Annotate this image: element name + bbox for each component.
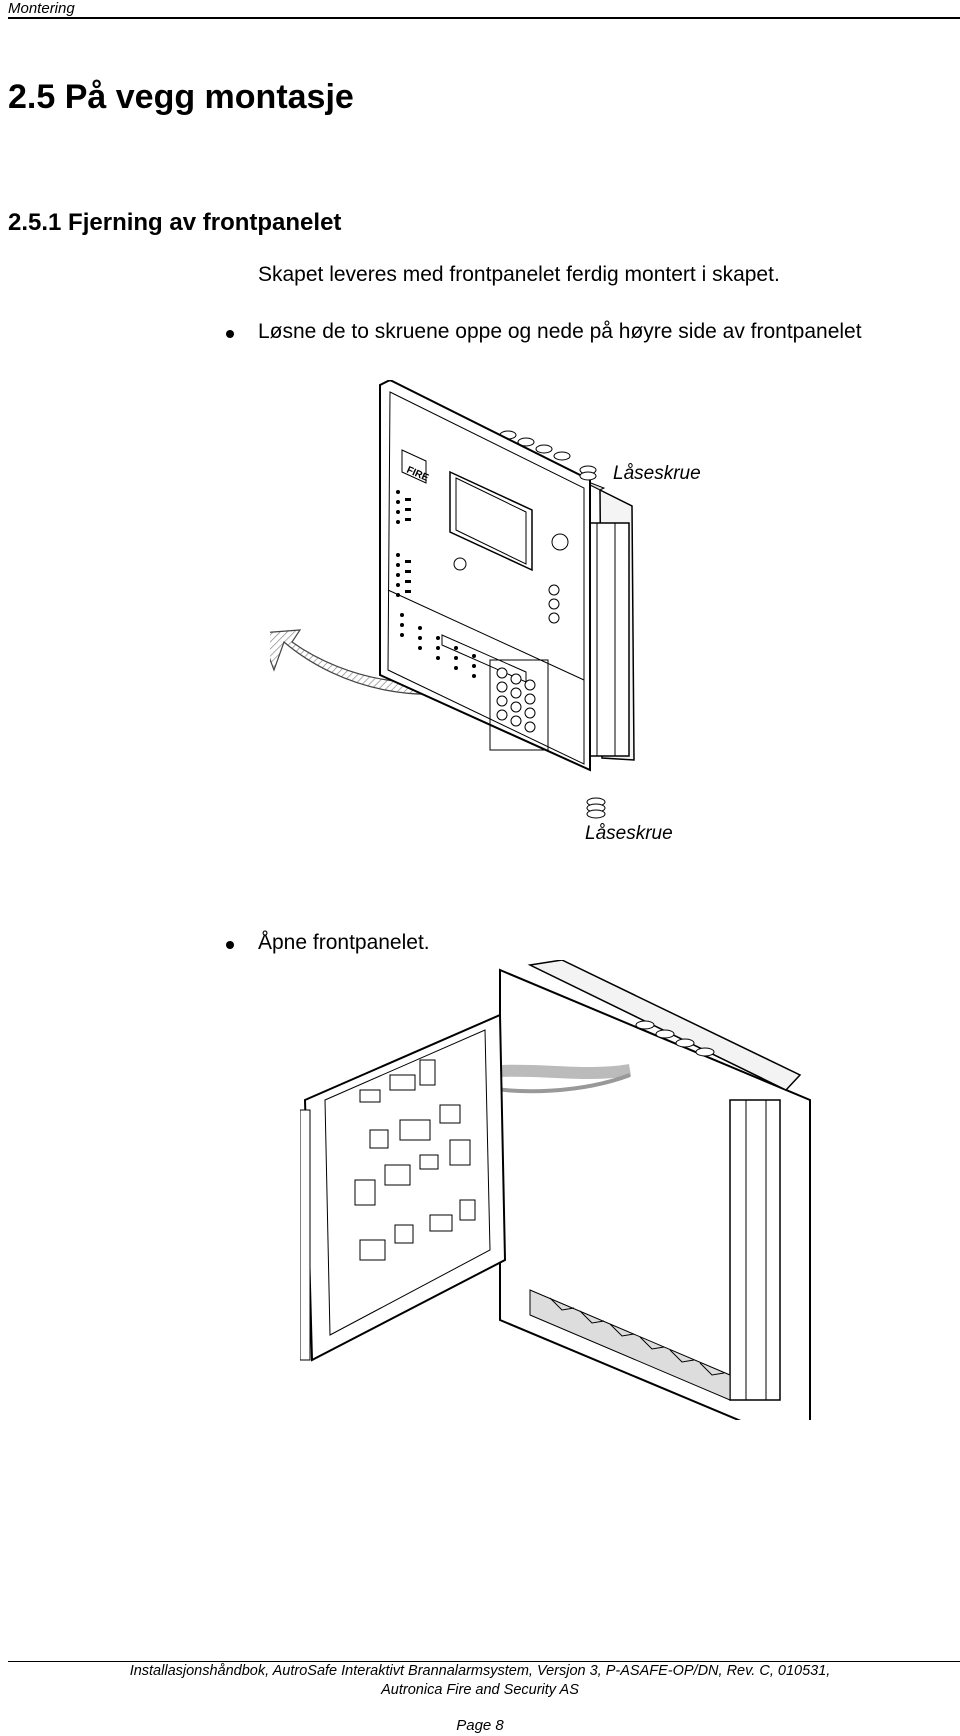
panel-closed-drawing: FIRE bbox=[270, 380, 635, 819]
lock-screw-label-top: Låseskrue bbox=[613, 463, 701, 484]
cabinet-right-wall bbox=[729, 1099, 781, 1401]
footer-doc-info: Installasjonshåndbok, AutroSafe Interakt… bbox=[129, 1663, 831, 1679]
zone-leds bbox=[400, 613, 476, 678]
circuit-board bbox=[354, 1059, 476, 1261]
front-door bbox=[303, 1013, 507, 1362]
running-header: Montering bbox=[8, 0, 75, 17]
header-divider bbox=[8, 17, 960, 19]
footer-divider bbox=[8, 1661, 960, 1662]
fire-label-box bbox=[401, 449, 427, 484]
bullet-text: Løsne de to skruene oppe og nede på høyr… bbox=[258, 320, 862, 343]
page-number: Page 8 bbox=[456, 1717, 504, 1734]
lock-screw-top bbox=[579, 465, 597, 481]
key-switch bbox=[453, 557, 467, 571]
bottom-screw bbox=[586, 797, 606, 819]
display-window bbox=[449, 470, 533, 572]
front-panel-outline bbox=[379, 380, 591, 772]
footer-company: Autronica Fire and Security AS bbox=[381, 1682, 579, 1698]
bullet-icon bbox=[226, 941, 234, 949]
figure-open-panel bbox=[300, 960, 820, 1420]
intro-paragraph: Skapet leveres med frontpanelet ferdig m… bbox=[258, 263, 780, 286]
lock-key-icon bbox=[551, 533, 569, 551]
bullet-text: Åpne frontpanelet. bbox=[258, 931, 430, 954]
bullet-item-loosen-screws: Løsne de to skruene oppe og nede på høyr… bbox=[226, 320, 862, 344]
led-indicators bbox=[396, 490, 411, 597]
door-hinge bbox=[300, 1109, 311, 1361]
lock-screw-label-bottom: Låseskrue bbox=[585, 823, 673, 844]
top-screws bbox=[499, 430, 571, 461]
panel-open-drawing bbox=[300, 960, 811, 1420]
cabinet-right-frame bbox=[586, 522, 630, 757]
top-screws bbox=[635, 1020, 715, 1057]
bullet-icon bbox=[226, 330, 234, 338]
bullet-item-open-panel: Åpne frontpanelet. bbox=[226, 931, 430, 955]
keypad bbox=[489, 659, 549, 751]
subsection-heading: 2.5.1 Fjerning av frontpanelet bbox=[8, 209, 342, 236]
section-heading: 2.5 På vegg montasje bbox=[8, 78, 354, 116]
figure-closed-panel: FIRE bbox=[270, 380, 700, 830]
